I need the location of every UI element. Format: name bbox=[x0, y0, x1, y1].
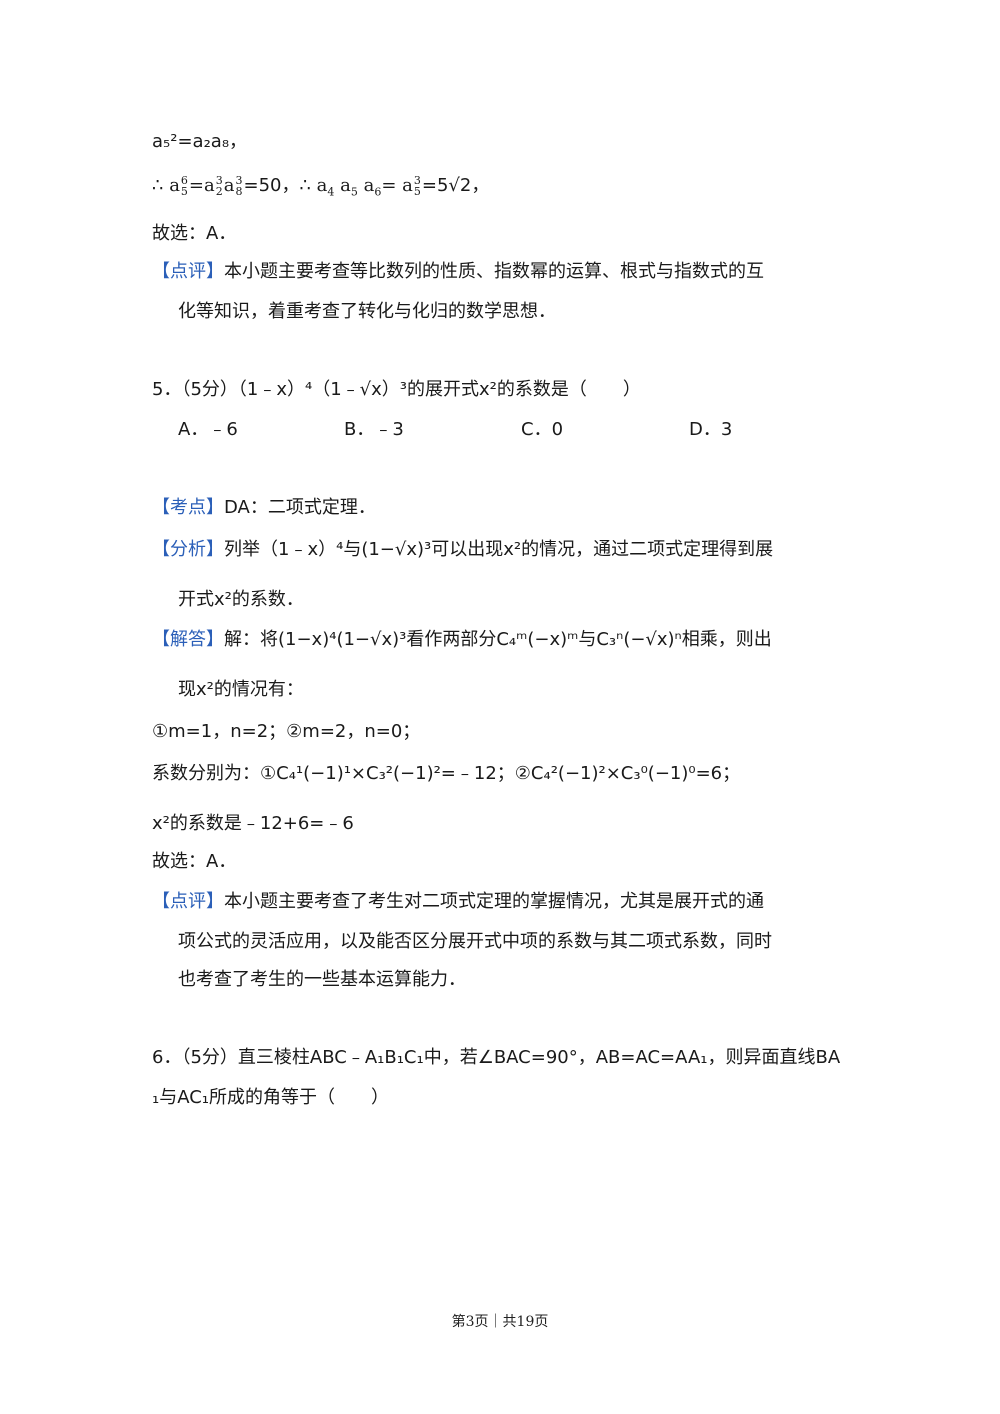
option-b: B．﹣3 bbox=[344, 419, 404, 440]
review-text: 本小题主要考查等比数列的性质、指数幂的运算、根式与指数式的互 bbox=[224, 261, 764, 282]
jieda-tag: 【解答】 bbox=[152, 629, 224, 650]
q6-stem-cont: ₁与AC₁所成的角等于（ ） bbox=[152, 1087, 389, 1108]
eq-a5-squared: a₅²=a₂a₈， bbox=[152, 131, 248, 152]
fenxi-text: 列举（1﹣x）⁴与(1−√x)³可以出现x²的情况，通过二项式定理得到展 bbox=[224, 539, 774, 560]
jieda-text: 解：将(1−x)⁴(1−√x)³看作两部分C₄ᵐ(−x)ᵐ与C₃ⁿ(−√x)ⁿ相… bbox=[224, 629, 772, 650]
q4-choice: 故选：A． bbox=[152, 223, 237, 244]
eq-part: =5√2， bbox=[421, 175, 490, 196]
review-tag: 【点评】 bbox=[152, 891, 224, 912]
option-d: D．3 bbox=[689, 419, 733, 440]
q5-result: x²的系数是﹣12+6=﹣6 bbox=[152, 813, 354, 834]
eq-part: =50，∴ bbox=[243, 175, 311, 196]
q6-stem: 6．（5分）直三棱柱ABC﹣A₁B₁C₁中，若∠BAC=90°，AB=AC=AA… bbox=[152, 1047, 841, 1068]
q5-review-cont-2: 也考查了考生的一些基本运算能力． bbox=[178, 969, 466, 990]
q5-fenxi-cont: 开式x²的系数． bbox=[178, 589, 304, 610]
q5-stem: 5．（5分）（1﹣x）⁴（1﹣√x）³的展开式x²的系数是（ ） bbox=[152, 379, 641, 400]
kaodian-text: DA：二项式定理． bbox=[224, 497, 376, 518]
q5-kaodian: 【考点】DA：二项式定理． bbox=[152, 496, 376, 520]
fenxi-tag: 【分析】 bbox=[152, 539, 224, 560]
option-c: C．0 bbox=[521, 419, 564, 440]
therefore-symbol: ∴ bbox=[152, 175, 164, 196]
q5-review-cont-1: 项公式的灵活应用，以及能否区分展开式中项的系数与其二项式系数，同时 bbox=[178, 931, 772, 952]
q5-jieda-cont: 现x²的情况有： bbox=[178, 679, 304, 700]
q5-review: 【点评】本小题主要考查了考生对二项式定理的掌握情况，尤其是展开式的通 bbox=[152, 890, 764, 914]
q5-fenxi: 【分析】列举（1﹣x）⁴与(1−√x)³可以出现x²的情况，通过二项式定理得到展 bbox=[152, 538, 773, 562]
q5-cases: ①m=1，n=2；②m=2，n=0； bbox=[152, 721, 421, 742]
q4-review: 【点评】本小题主要考查等比数列的性质、指数幂的运算、根式与指数式的互 bbox=[152, 260, 764, 284]
q5-jieda: 【解答】解：将(1−x)⁴(1−√x)³看作两部分C₄ᵐ(−x)ᵐ与C₃ⁿ(−√… bbox=[152, 628, 772, 652]
review-tag: 【点评】 bbox=[152, 261, 224, 282]
q5-coef: 系数分别为：①C₄¹(−1)¹×C₃²(−1)²=﹣12；②C₄²(−1)²×C… bbox=[152, 763, 741, 784]
page-footer: 第3页｜共19页 bbox=[451, 1314, 549, 1330]
review-text: 本小题主要考查了考生对二项式定理的掌握情况，尤其是展开式的通 bbox=[224, 891, 764, 912]
q5-choice: 故选：A． bbox=[152, 851, 237, 872]
kaodian-tag: 【考点】 bbox=[152, 497, 224, 518]
option-a: A．﹣6 bbox=[178, 419, 238, 440]
q4-review-cont: 化等知识，着重考查了转化与化归的数学思想． bbox=[178, 301, 556, 322]
